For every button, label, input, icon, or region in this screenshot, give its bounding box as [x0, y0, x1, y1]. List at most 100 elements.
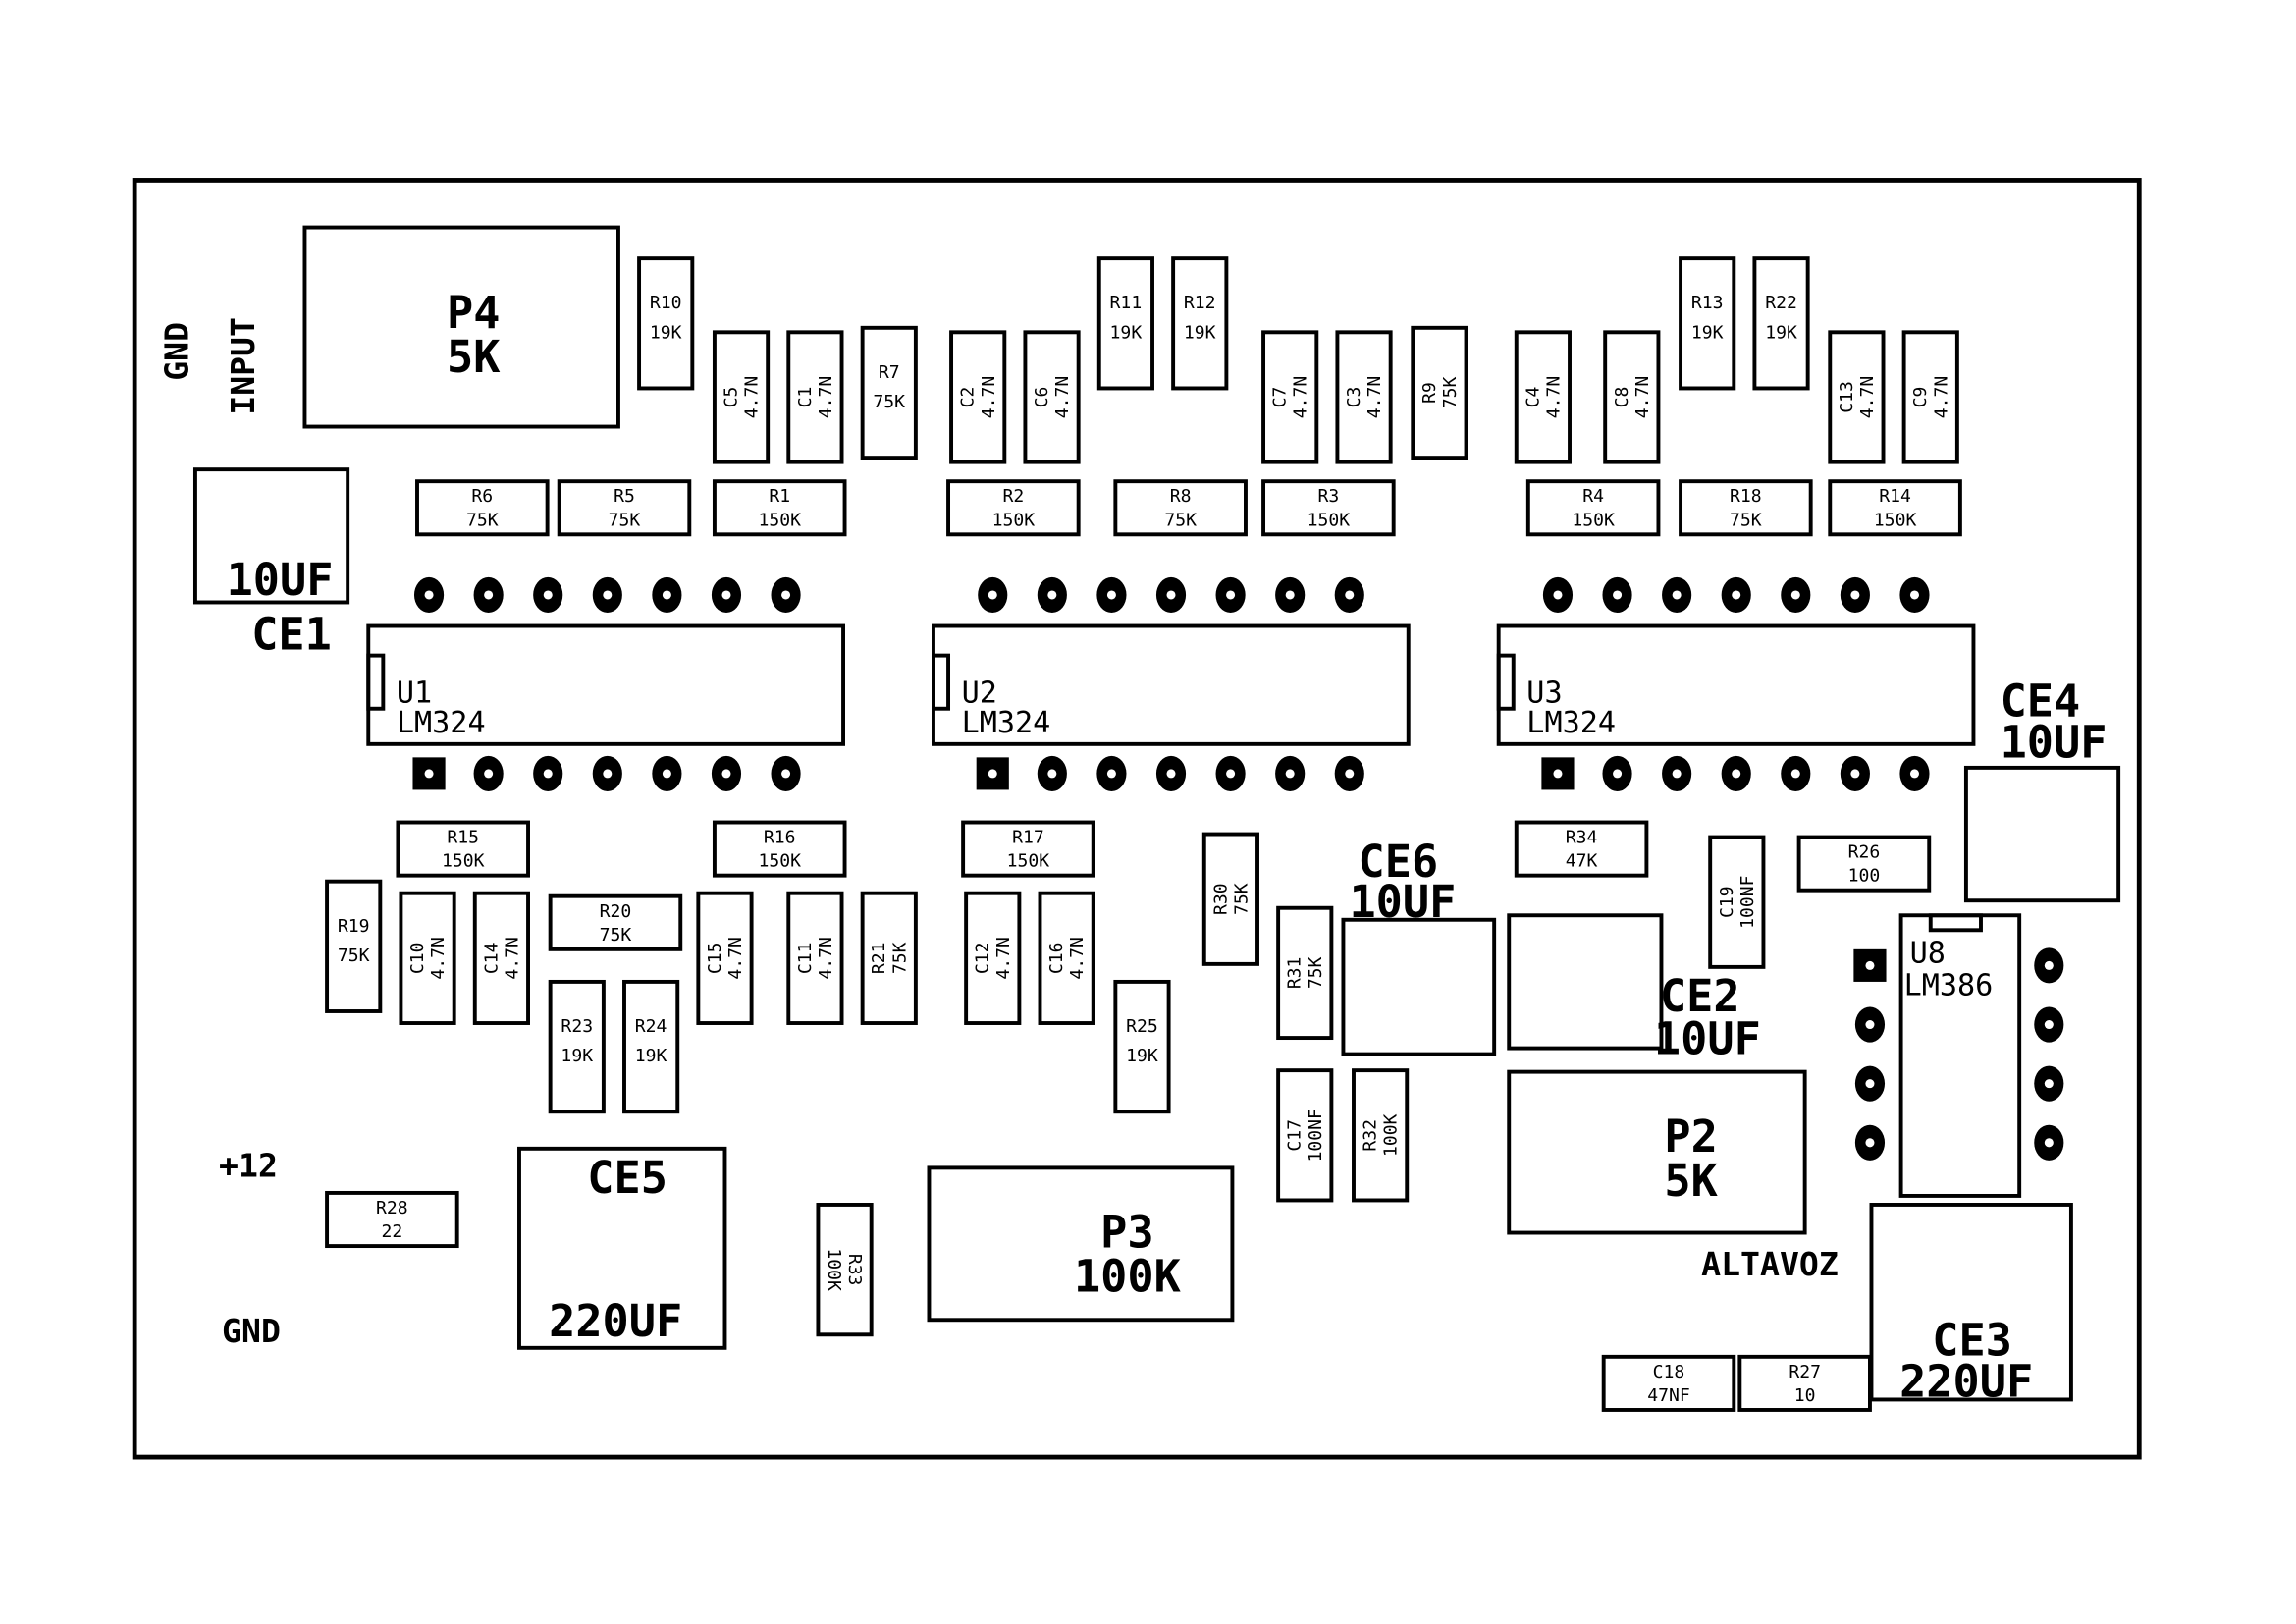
- drill-hole: [1553, 769, 1563, 779]
- part-outline: [1335, 330, 1393, 464]
- part-value: 4.7N: [1931, 376, 1951, 418]
- part-value: 19K: [1691, 322, 1724, 343]
- part-value: 19K: [635, 1046, 667, 1066]
- part-ref: R9: [1419, 382, 1440, 404]
- drill-hole: [484, 769, 494, 779]
- drill-hole: [1850, 769, 1860, 779]
- part-outline: [1737, 1354, 1872, 1412]
- part-outline: [1411, 325, 1468, 460]
- part-ref: R33: [844, 1254, 865, 1286]
- pin1-notch: [1496, 653, 1516, 711]
- drill-hole: [603, 590, 613, 600]
- part-ref: P3: [1100, 1207, 1153, 1259]
- connector-label-power-gnd: GND: [222, 1312, 281, 1350]
- part-ref: C17: [1285, 1119, 1306, 1152]
- part-value: 22: [381, 1221, 402, 1242]
- part-outline: [1023, 330, 1081, 464]
- drill-hole: [721, 769, 731, 779]
- part-value: 100K: [824, 1248, 844, 1291]
- part-ref: P2: [1664, 1110, 1717, 1163]
- part-outline: [786, 891, 844, 1025]
- drill-hole: [2044, 1138, 2054, 1148]
- part-outline: [860, 891, 918, 1025]
- part-ref: R21: [869, 943, 889, 975]
- ic-ref: U3: [1526, 677, 1562, 711]
- part-ref: CE6: [1359, 836, 1439, 888]
- drill-hole: [1553, 590, 1563, 600]
- part-ref: C6: [1032, 387, 1052, 408]
- part-outline: [1514, 820, 1649, 878]
- part-outline: [1276, 905, 1334, 1041]
- connector-label-gnd-input-gnd: GND: [157, 322, 195, 381]
- drill-hole: [1166, 769, 1176, 779]
- part-value: 47NF: [1647, 1385, 1690, 1406]
- drill-hole: [1166, 590, 1176, 600]
- part-value: 100K: [1381, 1113, 1402, 1157]
- part-value: 75K: [600, 925, 632, 946]
- part-ref: R6: [471, 486, 493, 507]
- part-outline: [949, 330, 1007, 464]
- drill-hole: [1226, 769, 1236, 779]
- part-value: 150K: [1572, 510, 1615, 530]
- drill-hole: [1047, 769, 1057, 779]
- part-outline: [961, 820, 1095, 878]
- part-value: 75K: [1164, 510, 1197, 530]
- part-outline: [1113, 479, 1248, 537]
- part-ref: C13: [1837, 381, 1857, 413]
- rotated-label: INPUT: [224, 317, 262, 415]
- part-ref: C7: [1270, 387, 1291, 408]
- potentiometer-outline: [302, 225, 620, 429]
- pin1-notch: [932, 653, 951, 711]
- part-ref: CE5: [587, 1152, 667, 1204]
- part-ref: R23: [561, 1016, 593, 1037]
- components-layer: P45KP3100KP25KCE110UFCE410UFCE610UFCE210…: [192, 225, 2121, 1412]
- connector-label-gnd-input-input: INPUT: [224, 317, 262, 415]
- drill-hole: [1106, 769, 1116, 779]
- drill-hole: [603, 769, 613, 779]
- board-outline: [132, 178, 2142, 1460]
- part-value: 4.7N: [1543, 376, 1564, 418]
- part-ref: R15: [447, 828, 479, 848]
- part-outline: [946, 479, 1081, 537]
- part-outline: [1276, 1068, 1334, 1203]
- connector-label-power-plus12: +12: [219, 1146, 278, 1184]
- capacitor-outline: [1341, 917, 1497, 1056]
- part-value: 4.7N: [742, 376, 763, 418]
- part-outline: [1171, 256, 1229, 391]
- part-ref: R17: [1012, 828, 1044, 848]
- drill-hole: [781, 590, 791, 600]
- drill-hole: [1613, 590, 1623, 600]
- part-outline: [548, 979, 606, 1114]
- part-ref: CE2: [1660, 970, 1740, 1022]
- part-ref: R5: [614, 486, 635, 507]
- drill-hole: [662, 590, 671, 600]
- drill-hole: [484, 590, 494, 600]
